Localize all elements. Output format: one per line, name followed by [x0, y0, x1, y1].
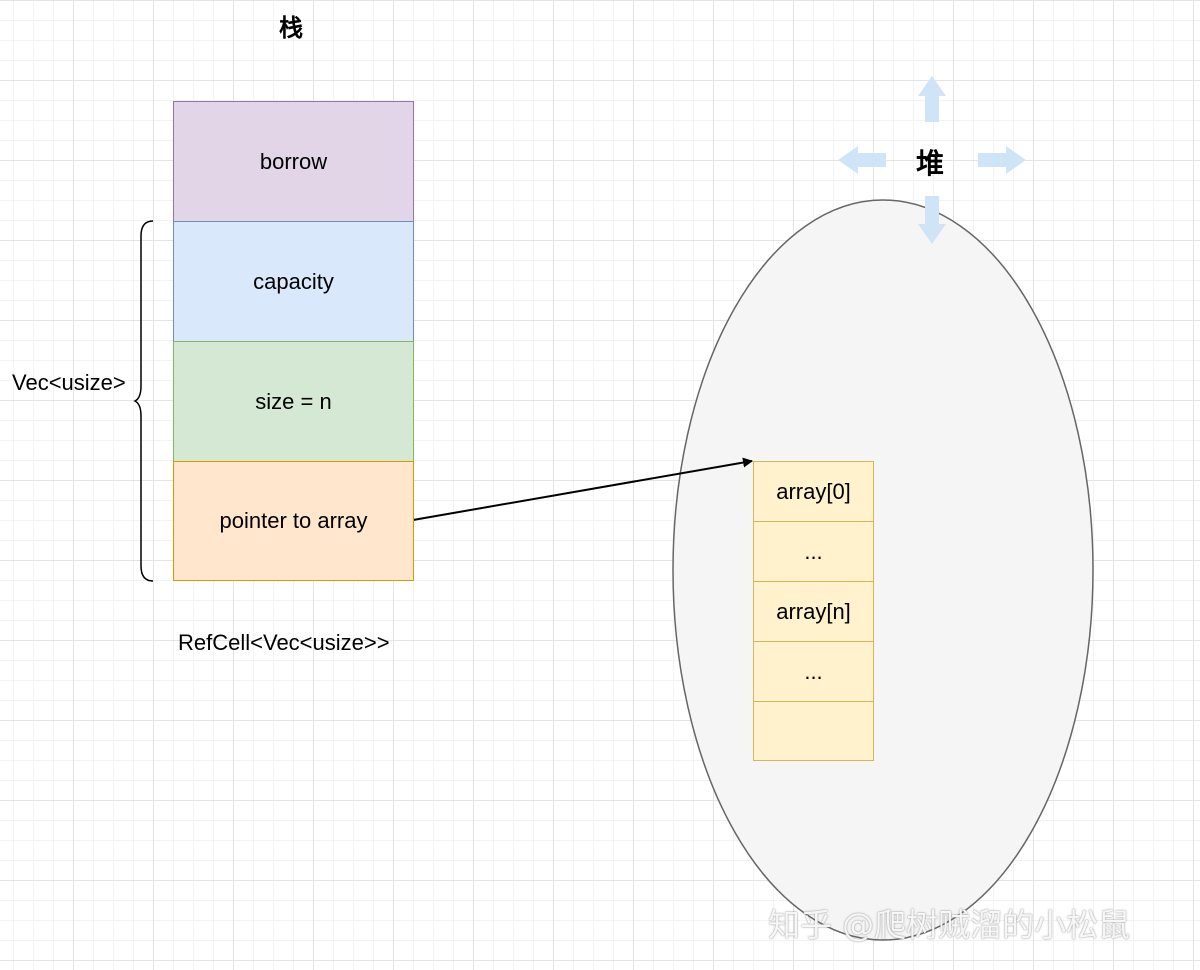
move-handle-icons[interactable]	[838, 76, 1026, 244]
arrow-down-icon[interactable]	[918, 196, 946, 244]
refcell-caption[interactable]: RefCell<Vec<usize>>	[178, 630, 390, 655]
array-cell[interactable]: ...	[753, 641, 874, 702]
stack-cell-label: borrow	[259, 148, 328, 174]
arrow-right-icon[interactable]	[978, 146, 1026, 174]
arrow-left-icon[interactable]	[838, 146, 886, 174]
array-cell-label: ...	[804, 658, 823, 684]
stack-cell-label: pointer to array	[219, 508, 368, 533]
heap-ellipse[interactable]	[672, 199, 1094, 941]
array-cell-label: ...	[804, 538, 823, 564]
stack-title: 栈	[279, 14, 303, 42]
arrow-up-icon[interactable]	[918, 76, 946, 122]
vec-label[interactable]: Vec<usize>	[12, 370, 126, 395]
vec-brace	[133, 220, 154, 582]
heap-title[interactable]: 堆	[916, 147, 945, 180]
watermark: 知乎 @爬树贼溜的小松鼠	[768, 906, 1131, 944]
stack-cell-capacity[interactable]: capacity	[173, 221, 414, 342]
array-cell[interactable]: ...	[753, 521, 874, 582]
array-cell-label: array[0]	[776, 478, 851, 504]
pointer-arrow[interactable]	[412, 457, 753, 521]
stack-cell-label: capacity	[253, 268, 334, 294]
stack-cell-pointer[interactable]: pointer to array	[173, 461, 414, 581]
array-cell-label: array[n]	[776, 598, 851, 624]
array-cell[interactable]: array[n]	[753, 581, 874, 642]
stack-cell-label: size = n	[255, 388, 332, 414]
array-cell[interactable]: array[0]	[753, 461, 874, 522]
array-cell[interactable]	[753, 701, 874, 761]
stack-cell-size[interactable]: size = n	[173, 341, 414, 462]
stack-cell-borrow[interactable]: borrow	[173, 101, 414, 222]
